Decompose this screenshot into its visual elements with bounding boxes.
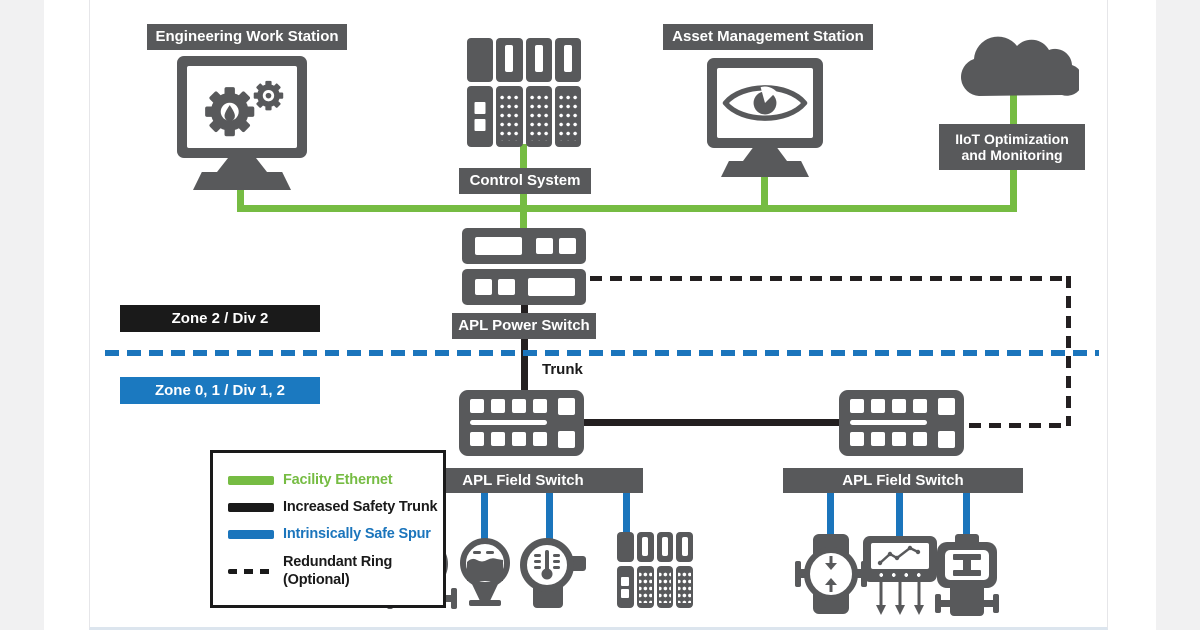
level-transmitter-icon: [456, 538, 514, 608]
engineering-workstation-label-text: Engineering Work Station: [155, 28, 339, 46]
trunk-label: Trunk: [542, 361, 583, 378]
eye-icon: [722, 85, 808, 121]
legend: Facility Ethernet Increased Safety Trunk…: [210, 450, 446, 608]
iiot-label-text: IIoT Optimization and Monitoring: [955, 130, 1069, 163]
redundant-ring-swatch: [228, 568, 274, 574]
trend-chart-icon: [877, 545, 921, 566]
legend-label: Redundant Ring (Optional): [283, 553, 392, 589]
apl-field-switch-label-right: APL Field Switch: [783, 468, 1023, 493]
spur-line: [623, 492, 630, 538]
apl-power-switch-label-text: APL Power Switch: [458, 317, 590, 335]
legend-item-facility-ethernet: Facility Ethernet: [228, 471, 393, 489]
zone-divider-line: [105, 350, 1099, 356]
zone2-badge-text: Zone 2 / Div 2: [171, 310, 269, 327]
trunk-line-vertical: [521, 298, 528, 395]
engineering-workstation-monitor-icon: [177, 56, 307, 190]
iiot-label: IIoT Optimization and Monitoring: [939, 124, 1085, 170]
level-wave-icon: [467, 551, 503, 581]
facility-ethernet-swatch: [228, 475, 274, 485]
thermometer-icon: [534, 550, 560, 580]
legend-label: Intrinsically Safe Spur: [283, 526, 431, 542]
apl-field-switch-icon-left: [459, 390, 584, 456]
remote-io-icon: [617, 532, 693, 608]
apl-power-switch-label: APL Power Switch: [452, 313, 596, 339]
asset-management-station-label: Asset Management Station: [663, 24, 873, 50]
legend-item-redundant-ring: Redundant Ring (Optional): [228, 553, 392, 589]
legend-label-line2: (Optional): [283, 572, 350, 589]
converging-arrows-icon: [825, 556, 837, 592]
spur-line: [963, 492, 970, 540]
engineering-workstation-label: Engineering Work Station: [147, 24, 347, 50]
i-beam-icon: [953, 554, 981, 576]
spur-line: [896, 492, 903, 540]
probe-legs-icon: [876, 582, 924, 615]
apl-field-switch-right-text: APL Field Switch: [842, 471, 964, 489]
facility-ethernet-ews-drop-line: [237, 186, 244, 212]
legend-item-increased-safety-trunk: Increased Safety Trunk: [228, 498, 438, 516]
temperature-transmitter-icon: [520, 538, 588, 608]
legend-label: Facility Ethernet: [283, 472, 393, 488]
asset-management-monitor-icon: [707, 58, 823, 177]
redundant-ring-top-line: [590, 276, 1068, 281]
apl-field-switch-left-text: APL Field Switch: [462, 471, 584, 489]
zone2-badge: Zone 2 / Div 2: [120, 305, 320, 332]
facility-ethernet-backbone-line: [237, 205, 1017, 212]
apl-field-switch-icon-right: [839, 390, 964, 456]
control-system-plc-icon: [467, 38, 581, 147]
spur-line: [481, 492, 488, 544]
legend-label: Increased Safety Trunk: [283, 499, 438, 515]
analyzer-icon: [863, 536, 937, 616]
trunk-label-text: Trunk: [542, 361, 583, 378]
facility-ethernet-ams-drop-line: [761, 168, 768, 212]
dp-flow-meter-icon: [795, 534, 867, 614]
asset-management-station-label-text: Asset Management Station: [672, 28, 864, 46]
increased-safety-trunk-swatch: [228, 502, 274, 512]
gears-icon: [205, 80, 284, 137]
trunk-line-between-switches: [584, 419, 839, 426]
zone01-badge-text: Zone 0, 1 / Div 1, 2: [154, 382, 286, 399]
legend-item-intrinsically-safe-spur: Intrinsically Safe Spur: [228, 525, 431, 543]
control-system-label: Control System: [459, 168, 591, 194]
redundant-ring-bottom-line: [969, 423, 1069, 428]
diagram-canvas: Engineering Work Station: [89, 0, 1108, 630]
spur-line: [546, 492, 553, 544]
apl-power-switch-icon: [462, 228, 586, 310]
cloud-icon: [961, 36, 1079, 96]
control-system-label-text: Control System: [469, 172, 581, 190]
intrinsically-safe-spur-swatch: [228, 529, 274, 539]
valve-positioner-icon: [935, 534, 999, 618]
spur-line: [827, 492, 834, 540]
legend-label-line1: Redundant Ring: [283, 554, 393, 570]
zone01-badge: Zone 0, 1 / Div 1, 2: [120, 377, 320, 404]
